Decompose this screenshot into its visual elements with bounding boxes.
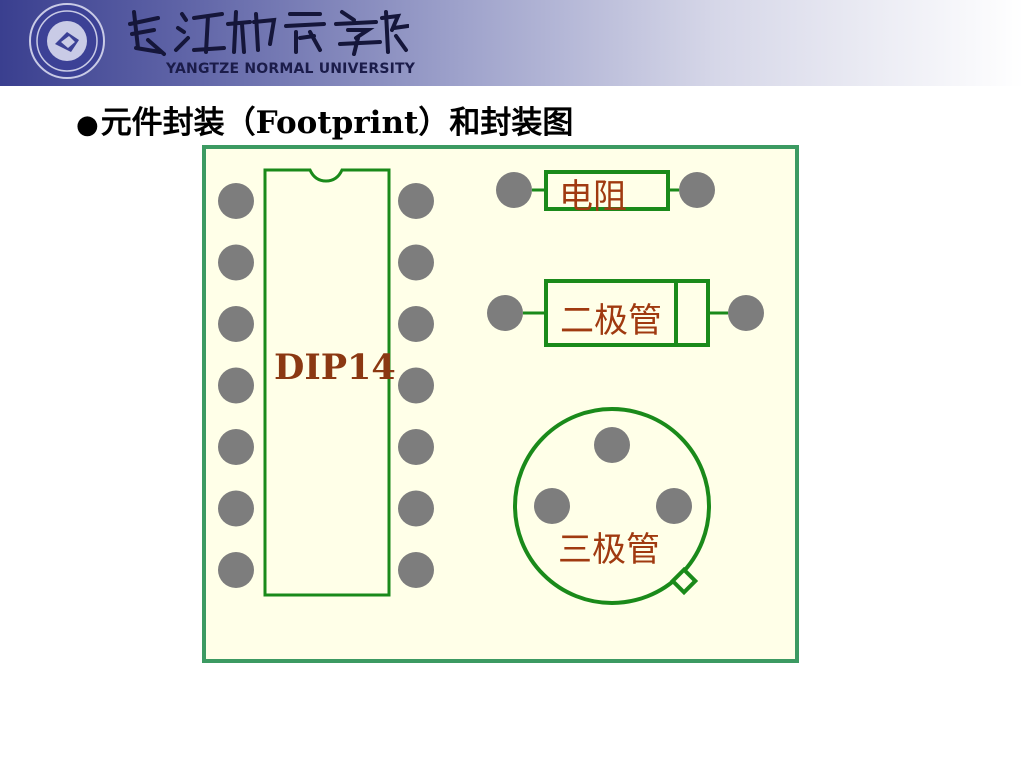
resistor-pad-left [496, 172, 532, 208]
dip14-pad [398, 306, 434, 342]
dip14-pad [218, 490, 254, 527]
university-english-name: YANGTZE NORMAL UNIVERSITY [166, 61, 416, 77]
dip14-pad [398, 244, 434, 281]
transistor-pad-right [656, 488, 692, 524]
dip14-pad [398, 429, 434, 465]
bullet-icon: ● [76, 110, 99, 140]
transistor-tab [669, 566, 699, 596]
resistor-pad-right [679, 172, 715, 208]
slide-title: ●元件封装（Footprint）和封装图 [76, 97, 573, 142]
pcb-board: DIP14 电阻 二极管 三极管 [202, 145, 799, 663]
transistor-pad-left [534, 488, 570, 524]
transistor-footprint [513, 407, 711, 605]
dip14-pad [218, 429, 254, 465]
diode-label: 二极管 [560, 301, 662, 341]
dip14-pad [218, 183, 254, 219]
dip14-pad [398, 552, 434, 588]
diode-footprint [487, 279, 764, 347]
resistor-outline [544, 170, 670, 211]
dip14-outline [263, 168, 391, 597]
diode-pad-left [487, 295, 523, 331]
resistor-footprint [496, 170, 715, 211]
dip14-pad [398, 183, 434, 219]
transistor-label: 三极管 [558, 530, 660, 570]
dip14-pad [218, 306, 254, 342]
dip14-pad [218, 367, 254, 404]
dip14-label: DIP14 [274, 347, 396, 388]
resistor-label: 电阻 [559, 177, 627, 217]
diode-pad-right [728, 295, 764, 331]
transistor-outline [513, 407, 711, 605]
dip14-pad [398, 367, 434, 404]
dip14-pads [218, 183, 434, 588]
footprint-diagram [218, 168, 764, 605]
dip14-pad [218, 244, 254, 281]
dip14-pad [398, 490, 434, 527]
header-banner: YANGTZE NORMAL UNIVERSITY [0, 0, 1024, 86]
dip14-footprint [218, 168, 434, 597]
university-seal-icon [29, 3, 105, 79]
slide-title-text: 元件封装（Footprint）和封装图 [100, 105, 574, 141]
university-calligraphy-logo [128, 10, 409, 56]
dip14-pad [218, 552, 254, 588]
diode-outline [544, 279, 710, 347]
transistor-pad-top [594, 427, 630, 463]
